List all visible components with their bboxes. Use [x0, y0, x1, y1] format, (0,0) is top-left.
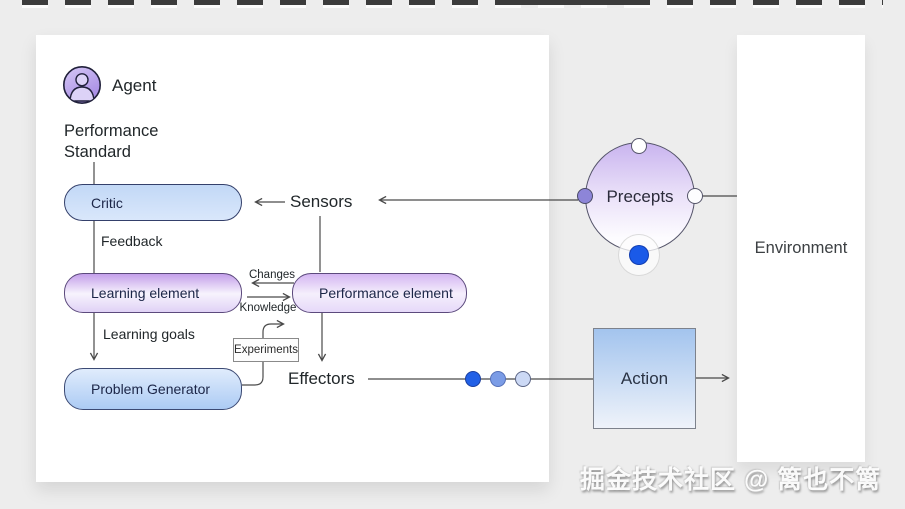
action-label: Action	[620, 368, 669, 388]
learning-goals-label: Learning goals	[103, 326, 195, 342]
precepts-node-blue	[629, 245, 649, 265]
sensors-label: Sensors	[290, 192, 353, 211]
experiments-box: Experiments	[233, 338, 299, 362]
performance-element-box: Performance element	[292, 273, 467, 313]
effector-dot-solid	[465, 371, 481, 387]
precepts-node-left	[577, 188, 593, 204]
cropped-text-dashes	[22, 0, 883, 5]
performance-element-label: Performance element	[319, 285, 453, 301]
learning-element-box: Learning element	[64, 273, 242, 313]
learning-element-label: Learning element	[91, 285, 200, 301]
feedback-label: Feedback	[101, 233, 163, 249]
problem-generator-box: Problem Generator	[64, 368, 242, 410]
critic-box: Critic	[64, 184, 242, 221]
agent-label: Agent	[112, 76, 157, 95]
precepts-node-right	[687, 188, 703, 204]
watermark: 掘金技术社区 @ 篱也不篱	[580, 466, 882, 494]
problem-generator-label: Problem Generator	[91, 381, 211, 397]
critic-box-label: Critic	[91, 194, 123, 211]
agent-avatar-icon	[62, 65, 102, 105]
environment-panel: Environment	[737, 35, 865, 462]
effector-dot-light	[515, 371, 531, 387]
experiments-label: Experiments	[234, 344, 298, 356]
cropped-text-dash-long	[520, 0, 640, 5]
cropped-text-dash-highlight	[22, 5, 883, 8]
effector-dot-medium	[490, 371, 506, 387]
precepts-node-top	[631, 138, 647, 154]
environment-label: Environment	[754, 239, 848, 257]
performance-standard-label: Performance Standard	[64, 122, 159, 161]
precepts-label: Precepts	[606, 187, 674, 206]
changes-label: Changes	[248, 269, 296, 281]
action-box: Action	[593, 328, 696, 429]
knowledge-label: Knowledge	[239, 302, 297, 314]
effectors-label: Effectors	[288, 369, 355, 388]
